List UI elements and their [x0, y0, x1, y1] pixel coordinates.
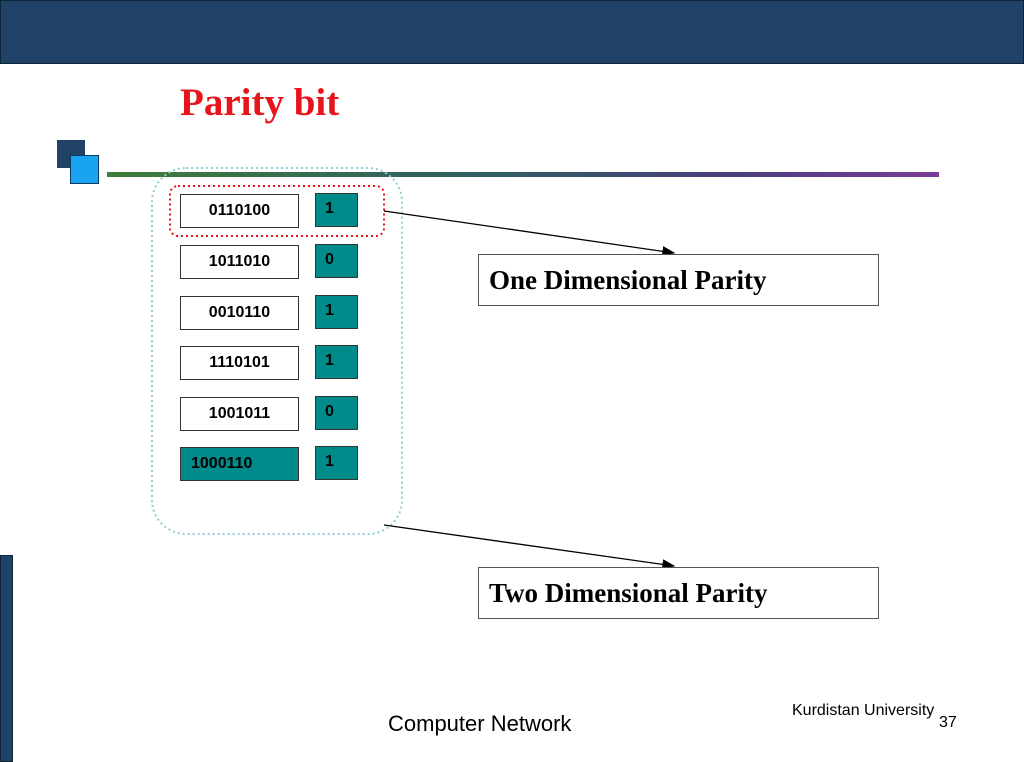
arrow-to-two-dimensional [383, 524, 676, 570]
parity-bit-3: 1 [315, 295, 358, 329]
page-number: 37 [939, 714, 957, 731]
data-word-2: 1011010 [180, 245, 299, 279]
data-word-3: 0010110 [180, 296, 299, 330]
data-word-6: 1000110 [180, 447, 299, 481]
title-divider-line [107, 172, 939, 177]
top-banner-bar [0, 0, 1024, 64]
parity-bit-2: 0 [315, 244, 358, 278]
data-word-5: 1001011 [180, 397, 299, 431]
footer-university: Kurdistan University [792, 702, 935, 719]
parity-bit-6: 1 [315, 446, 358, 480]
footer-course-name: Computer Network [388, 711, 572, 736]
parity-bit-1: 1 [315, 193, 358, 227]
two-dimensional-parity-label: Two Dimensional Parity [478, 567, 879, 619]
arrow-to-one-dimensional [383, 210, 676, 257]
data-word-1: 0110100 [180, 194, 299, 228]
dotted-group-outline [151, 167, 403, 535]
one-dimensional-parity-label: One Dimensional Parity [478, 254, 879, 306]
data-word-4: 1110101 [180, 346, 299, 380]
decorative-square-blue [70, 155, 99, 184]
red-row-highlight [169, 185, 385, 237]
parity-bit-4: 1 [315, 345, 358, 379]
parity-bit-5: 0 [315, 396, 358, 430]
slide-title: Parity bit [180, 81, 340, 124]
